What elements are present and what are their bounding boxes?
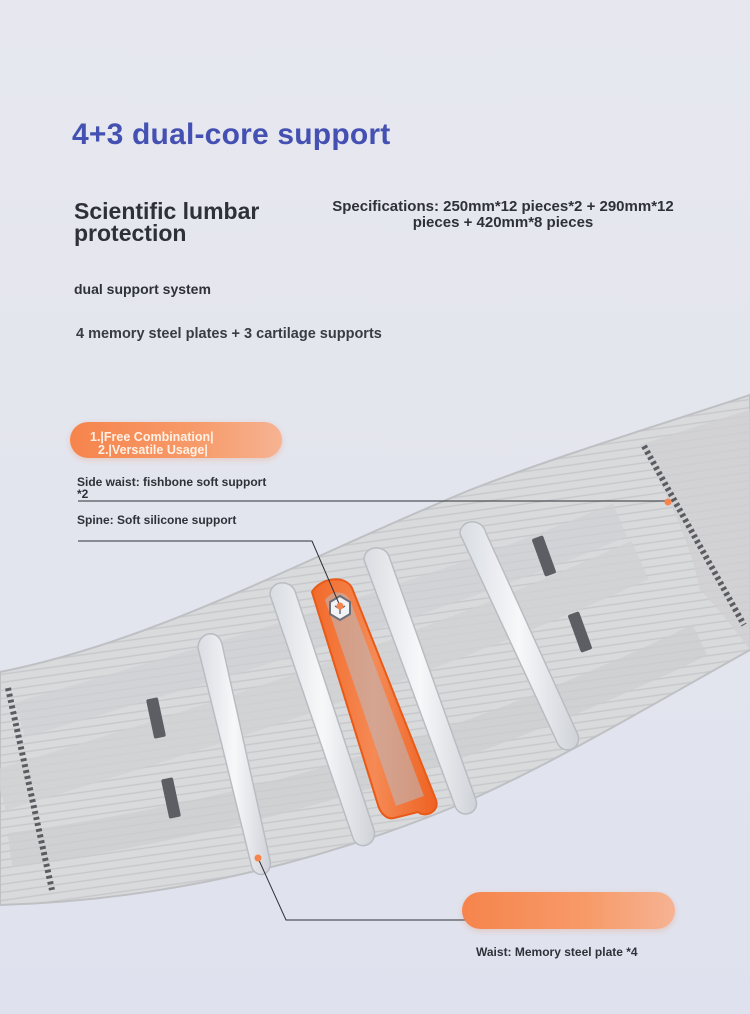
leader-dot-spine	[336, 602, 344, 610]
waist-badge	[462, 892, 675, 929]
callout-side-waist: Side waist: fishbone soft support *2	[77, 475, 267, 501]
leader-dot-side	[664, 498, 672, 506]
plates-label: 4 memory steel plates + 3 cartilage supp…	[76, 326, 382, 342]
leader-line-waist	[257, 857, 470, 921]
steel-plate	[197, 633, 272, 876]
badge-line-2: 2.|Versatile Usage|	[98, 443, 208, 457]
buckle	[146, 697, 166, 739]
leader-line-spine	[78, 540, 341, 607]
specifications: Specifications: 250mm*12 pieces*2 + 290m…	[332, 198, 674, 231]
fishbone-support-right	[641, 444, 747, 627]
fishbone-support-left	[5, 687, 55, 891]
buckle	[161, 777, 181, 819]
steel-plate	[269, 582, 376, 847]
leader-dot-waist	[254, 854, 262, 862]
feature-badge: 1.|Free Combination| 2.|Versatile Usage|	[70, 422, 282, 458]
buckle	[532, 535, 556, 577]
badge-line-1: 1.|Free Combination|	[90, 430, 214, 444]
dual-support-label: dual support system	[74, 281, 211, 297]
spine-inner	[325, 592, 424, 806]
callout-waist: Waist: Memory steel plate *4	[476, 945, 638, 959]
steel-plate	[363, 547, 478, 815]
subtitle: Scientific lumbar protection	[74, 198, 260, 246]
buckle	[568, 611, 592, 653]
page-title: 4+3 dual-core support	[72, 118, 391, 151]
callout-spine: Spine: Soft silicone support	[77, 513, 237, 527]
steel-plate	[459, 521, 580, 751]
